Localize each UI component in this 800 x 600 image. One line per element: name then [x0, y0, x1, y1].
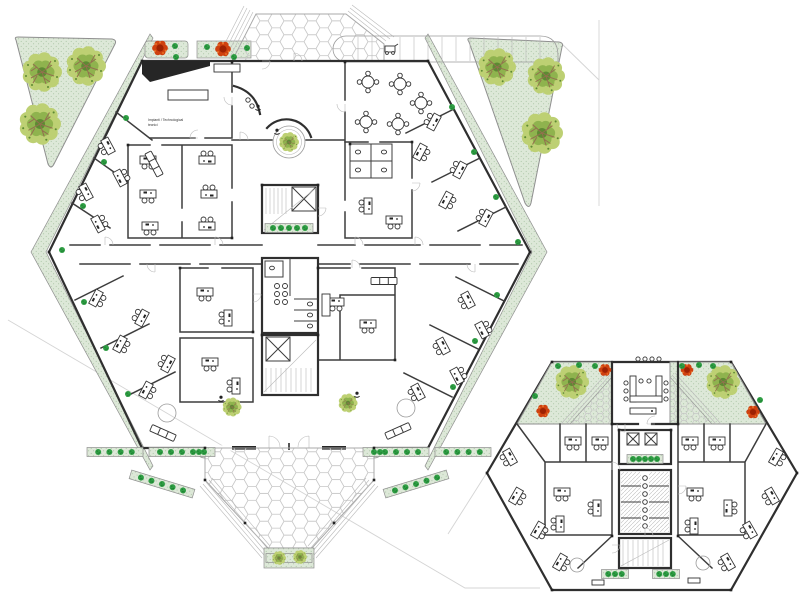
cabinets: [591, 577, 701, 586]
elevator-icon: [291, 186, 317, 212]
shrubs: [59, 43, 521, 455]
upper-core: [617, 428, 673, 570]
wc-icon: [269, 265, 275, 271]
ground-floor-plan: Impianti / Technological tecnici: [14, 4, 566, 569]
central-core: [260, 183, 320, 397]
upper-walls: [515, 422, 768, 570]
planter-strips: [601, 454, 680, 579]
entrance-terrace: [194, 435, 385, 569]
red-trees: [152, 40, 231, 57]
perimeter-landscape-band: [30, 33, 548, 471]
elevator-icon: [265, 336, 291, 362]
column-markers: [485, 360, 799, 592]
cabinets: [213, 63, 331, 317]
site-boundary-lines: [7, 20, 600, 589]
planter-strips: [86, 223, 492, 563]
upper-floor-plan: [485, 356, 799, 592]
meeting-room: [610, 356, 680, 426]
column-markers: [47, 59, 532, 525]
plant-room-label-line1: Impianti / Technological: [148, 118, 183, 122]
round-tables: [569, 555, 711, 573]
plant-room-label-line2: tecnici: [148, 123, 158, 127]
round-planters: [157, 398, 416, 423]
entrance-canopy: [219, 4, 395, 62]
